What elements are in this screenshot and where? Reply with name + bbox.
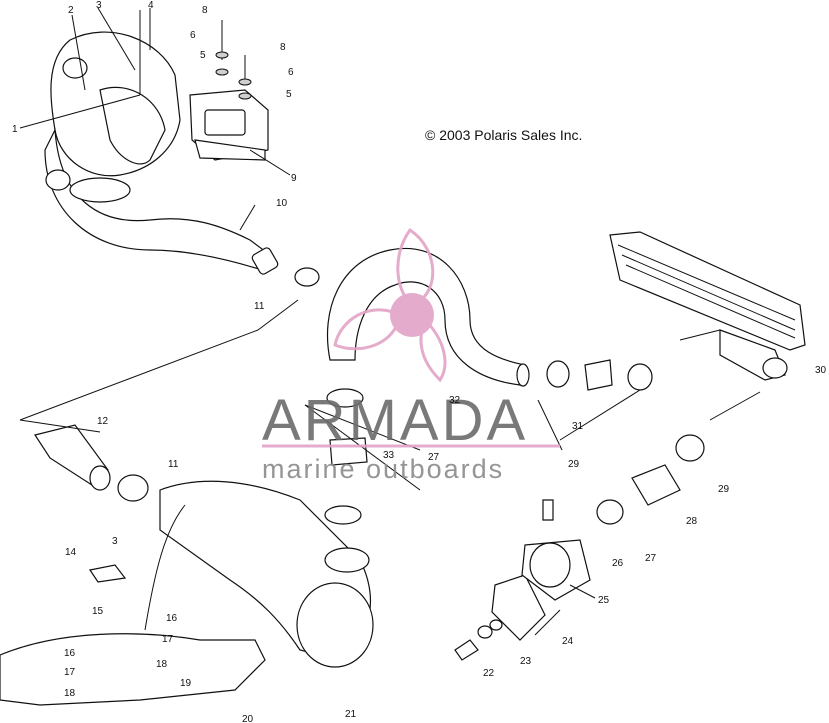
callout: 32 [449, 395, 461, 406]
callout: 18 [64, 688, 76, 699]
callout: 24 [562, 636, 574, 647]
callout: 16 [64, 648, 76, 659]
hose-32 [326, 247, 530, 387]
callout: 6 [288, 67, 294, 78]
watermark-brand: ARMADA [262, 388, 528, 453]
callout: 17 [162, 634, 174, 645]
copyright-notice: © 2003 Polaris Sales Inc. [425, 127, 582, 143]
clamp-11-upper [294, 267, 320, 287]
propeller-logo-icon [333, 227, 447, 383]
callout: 5 [286, 89, 292, 100]
callout: 11 [168, 459, 179, 470]
callout: 5 [200, 50, 206, 61]
clamp-33-top [326, 388, 364, 408]
clamp-29-left [546, 360, 570, 388]
callout: 28 [686, 516, 698, 527]
callout: 3 [112, 536, 118, 547]
coupler-31 [584, 359, 613, 391]
callout: 8 [280, 42, 286, 53]
adaptor-stack [454, 499, 591, 661]
clamp-29-right [675, 434, 705, 462]
callout: 6 [190, 30, 196, 41]
callout: 3 [96, 0, 102, 11]
cooler-30 [609, 231, 806, 381]
callout: 10 [276, 198, 288, 209]
watermark-tagline: marine outboards [262, 454, 504, 484]
pad-14 [89, 564, 127, 583]
callout: 30 [815, 365, 827, 376]
callout: 27 [428, 452, 440, 463]
tube-12 [34, 424, 111, 491]
callout: 22 [483, 668, 495, 679]
armada-watermark: ARMADA marine outboards [262, 227, 560, 484]
callout: 18 [156, 659, 168, 670]
callout: 8 [202, 5, 208, 16]
callout: 4 [148, 0, 154, 11]
callout: 19 [180, 678, 192, 689]
clamp-11-lower [117, 474, 149, 502]
callout: 11 [254, 301, 265, 312]
exhaust-pipe-assembly [44, 31, 279, 275]
callout: 23 [520, 656, 532, 667]
callout: 9 [291, 173, 297, 184]
callout: 25 [598, 595, 610, 606]
callout-labels: 1 2 3 4 5 5 6 6 8 8 9 10 11 11 12 3 14 1… [12, 0, 827, 723]
callout: 20 [242, 714, 254, 723]
coupler-28 [631, 464, 681, 506]
callout: 21 [345, 709, 357, 720]
callout: 15 [92, 606, 104, 617]
clamp-27 [596, 499, 624, 525]
callout: 27 [645, 553, 657, 564]
callout: 26 [612, 558, 624, 569]
clamp-33-bottom [324, 505, 362, 525]
callout: 29 [568, 459, 580, 470]
muffler-21 [144, 480, 374, 668]
callout: 14 [65, 547, 77, 558]
callout: 17 [64, 667, 76, 678]
leader-lines [19, 7, 761, 636]
callout: 2 [68, 5, 74, 16]
callout: 16 [166, 613, 178, 624]
callout: 1 [12, 124, 18, 135]
callout: 31 [572, 421, 584, 432]
callout: 33 [383, 450, 395, 461]
manifold-block [139, 10, 269, 161]
bracket-20 [0, 633, 266, 706]
clamp-29-mid [627, 363, 653, 391]
callout: 12 [97, 416, 109, 427]
callout: 29 [718, 484, 730, 495]
